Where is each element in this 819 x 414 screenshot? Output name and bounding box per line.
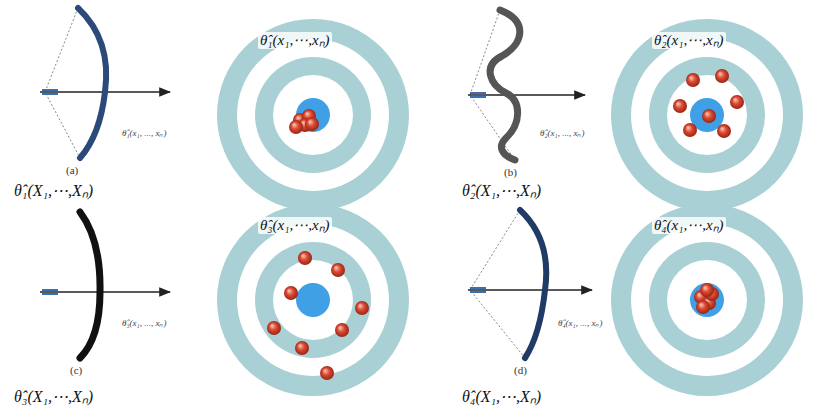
panel-letter: (d)	[514, 364, 527, 377]
panel-letter: (b)	[504, 166, 517, 179]
target	[611, 204, 803, 396]
estimator-label: θ̂₁(X₁,⋯,Xₙ)	[14, 182, 93, 200]
hits-on-center	[694, 283, 719, 314]
bow	[40, 8, 170, 158]
target-label: θ̂₃(x₁,⋯,xₙ)	[258, 217, 332, 234]
hits-unbiased-spread	[673, 69, 744, 138]
estimator-label: θ̂₃(X₁,⋯,Xₙ)	[14, 388, 93, 406]
bow	[468, 10, 585, 160]
bow-label: θ̂₄(x₁, ..., xₙ)	[558, 318, 602, 328]
target-label: θ̂₁(x₁,⋯,xₙ)	[258, 32, 332, 49]
target-label: θ̂₂(x₁,⋯,xₙ)	[652, 32, 726, 49]
target	[217, 19, 409, 211]
hits-biased-precise	[289, 109, 319, 134]
bow	[468, 210, 592, 358]
panel-letter: (c)	[70, 364, 82, 377]
hits-wide-spread	[267, 251, 369, 380]
bow-label: θ̂₃(x₁, ..., xₙ)	[122, 318, 166, 328]
estimator-label: θ̂₄(X₁,⋯,Xₙ)	[462, 388, 541, 406]
target	[611, 19, 803, 211]
bow-label: θ̂₁(x₁, ..., xₙ)	[122, 128, 166, 138]
panel-letter: (a)	[66, 164, 78, 177]
bow	[40, 212, 170, 358]
bow-label: θ̂₂(x₁, ..., xₙ)	[540, 128, 584, 138]
target	[217, 204, 409, 396]
estimator-label: θ̂₂(X₁,⋯,Xₙ)	[462, 182, 541, 200]
target-label: θ̂₄(x₁,⋯,xₙ)	[652, 217, 726, 234]
